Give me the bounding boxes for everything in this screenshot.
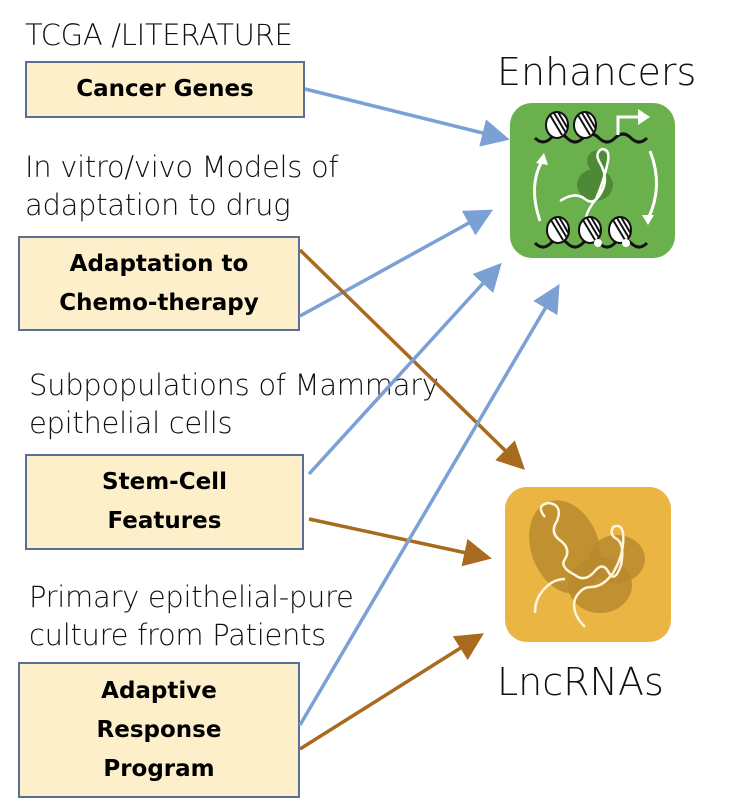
source-box-adaptation-chemotherapy: Adaptation to Chemo-therapy	[18, 236, 300, 331]
chromatin-enhancer-icon	[510, 103, 675, 258]
source-caption-subpopulations: Subpopulations of Mammary epithelial cel…	[29, 366, 439, 442]
box-label: Cancer Genes	[76, 76, 254, 102]
source-caption-tcga: TCGA /LITERATURE	[25, 16, 293, 54]
edge-arrow-adaptive-response-program-to-lncrnas	[299, 633, 484, 751]
source-box-cancer-genes: Cancer Genes	[25, 61, 305, 118]
lncrna-icon	[505, 487, 671, 642]
edge-arrow-cancer-genes-to-enhancers	[304, 87, 510, 147]
edge-arrow-stem-cell-features-to-enhancers	[307, 262, 502, 476]
caption-line: In vitro/vivo Models of	[25, 150, 339, 184]
enhancer-illustration	[533, 109, 659, 249]
box-label: Program	[103, 755, 215, 782]
box-label: Adaptation to	[69, 250, 249, 277]
caption-line: Primary epithelial-pure	[29, 580, 354, 614]
caption-line: TCGA /LITERATURE	[25, 18, 293, 52]
source-box-adaptive-response-program: Adaptive Response Program	[18, 662, 300, 798]
caption-line: Subpopulations of Mammary	[29, 368, 439, 402]
lncrna-illustration	[529, 500, 645, 628]
edge-arrow-adaptation-to-chemo-therapy-to-enhancers	[299, 209, 494, 318]
source-caption-models: In vitro/vivo Models of adaptation to dr…	[25, 148, 339, 224]
box-label: Stem-Cell	[102, 469, 227, 495]
nucleosome-icon	[545, 111, 597, 139]
box-label: Chemo-therapy	[59, 289, 259, 316]
lncrnas-label: LncRNAs	[497, 660, 664, 704]
source-caption-primary: Primary epithelial-pure culture from Pat…	[29, 578, 354, 654]
box-label: Response	[96, 716, 222, 743]
edge-arrow-stem-cell-features-to-lncrnas	[308, 517, 492, 567]
caption-line: adaptation to drug	[25, 188, 291, 222]
source-box-stem-cell-features: Stem-Cell Features	[25, 454, 304, 550]
edge-arrow-adaptation-to-chemo-therapy-to-lncrnas	[298, 248, 526, 470]
box-label: Adaptive	[101, 677, 217, 704]
enhancers-label: Enhancers	[497, 50, 697, 94]
edge-arrow-adaptive-response-program-to-enhancers	[298, 283, 560, 726]
caption-line: epithelial cells	[29, 406, 233, 440]
box-label: Features	[107, 508, 222, 534]
caption-line: culture from Patients	[29, 618, 326, 652]
